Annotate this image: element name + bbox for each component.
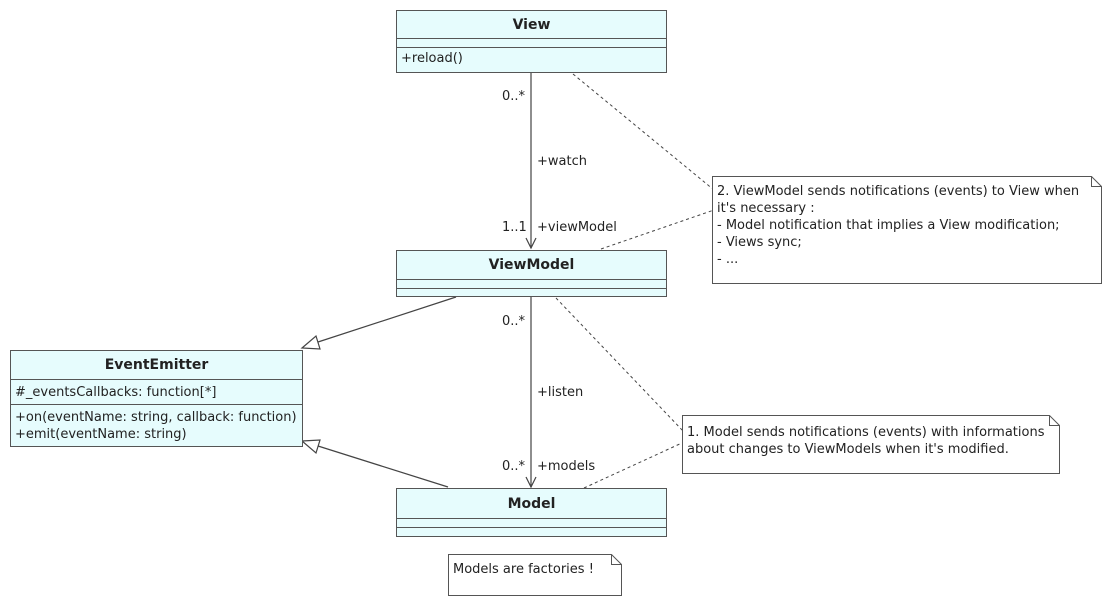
class-viewmodel-attributes <box>397 280 666 289</box>
view-viewmodel-source-role: +watch <box>537 154 587 169</box>
generalization-model-eventemitter <box>317 445 449 488</box>
class-eventemitter-operation-emit: +emit(eventName: string) <box>15 427 187 442</box>
note2-anchor-view <box>572 73 715 191</box>
association-view-viewmodel-arrowhead <box>525 237 537 250</box>
note-line: - Views sync; <box>717 235 802 250</box>
note-line: - Model notification that implies a View… <box>717 218 1060 233</box>
note-line: it's necessary : <box>717 201 815 216</box>
viewmodel-model-source-multiplicity: 0..* <box>502 314 526 329</box>
class-view-attributes <box>397 39 666 48</box>
note-shape <box>712 176 1102 284</box>
viewmodel-model-source-role: +listen <box>537 385 584 400</box>
note1-anchor-viewmodel <box>555 297 685 433</box>
note-line: Models are factories ! <box>453 562 594 577</box>
note1-anchor-model <box>583 441 685 489</box>
class-view-name: View <box>397 11 666 39</box>
class-model-operations <box>397 528 666 536</box>
note-line: - ... <box>717 252 739 267</box>
generalization-viewmodel-arrowhead <box>300 334 321 350</box>
class-viewmodel: ViewModel <box>396 250 667 297</box>
note-line: 2. ViewModel sends notifications (events… <box>717 184 1080 199</box>
class-viewmodel-operations <box>397 289 666 296</box>
note2-anchor-viewmodel <box>600 209 715 250</box>
class-view-operation: +reload() <box>401 51 463 66</box>
class-eventemitter: EventEmitter #_eventsCallbacks: function… <box>10 350 303 447</box>
note-viewmodel-notifications: 2. ViewModel sends notifications (events… <box>712 176 1102 284</box>
note-line: 1. Model sends notifications (events) wi… <box>687 425 1045 440</box>
note-models-factories: Models are factories ! <box>448 554 622 596</box>
note-shape <box>682 415 1060 474</box>
viewmodel-model-target-role: +models <box>537 459 596 474</box>
class-model-attributes <box>397 519 666 528</box>
class-eventemitter-name: EventEmitter <box>11 351 302 380</box>
class-model-name: Model <box>397 489 666 519</box>
generalization-model-arrowhead <box>300 439 321 455</box>
class-eventemitter-operation-on: +on(eventName: string, callback: functio… <box>15 410 297 425</box>
association-viewmodel-model-arrowhead <box>525 476 537 489</box>
class-eventemitter-operations: +on(eventName: string, callback: functio… <box>11 405 302 446</box>
note-text: 2. ViewModel sends notifications (events… <box>717 183 1079 268</box>
note-shape <box>448 554 622 596</box>
generalization-viewmodel-eventemitter <box>317 296 457 343</box>
note-model-notifications: 1. Model sends notifications (events) wi… <box>682 415 1060 474</box>
class-eventemitter-attributes: #_eventsCallbacks: function[*] <box>11 380 302 405</box>
note-text: 1. Model sends notifications (events) wi… <box>687 424 1044 458</box>
view-viewmodel-target-multiplicity: 1..1 <box>502 220 527 235</box>
class-view: View +reload() <box>396 10 667 73</box>
class-model: Model <box>396 488 667 537</box>
view-viewmodel-target-role: +viewModel <box>537 220 617 235</box>
note-line: about changes to ViewModels when it's mo… <box>687 442 1009 457</box>
view-viewmodel-source-multiplicity: 0..* <box>502 89 526 104</box>
class-eventemitter-attribute: #_eventsCallbacks: function[*] <box>15 385 217 400</box>
viewmodel-model-target-multiplicity: 0..* <box>502 459 526 474</box>
class-viewmodel-name: ViewModel <box>397 251 666 280</box>
note-text: Models are factories ! <box>453 561 594 578</box>
class-view-operations: +reload() <box>397 48 666 72</box>
